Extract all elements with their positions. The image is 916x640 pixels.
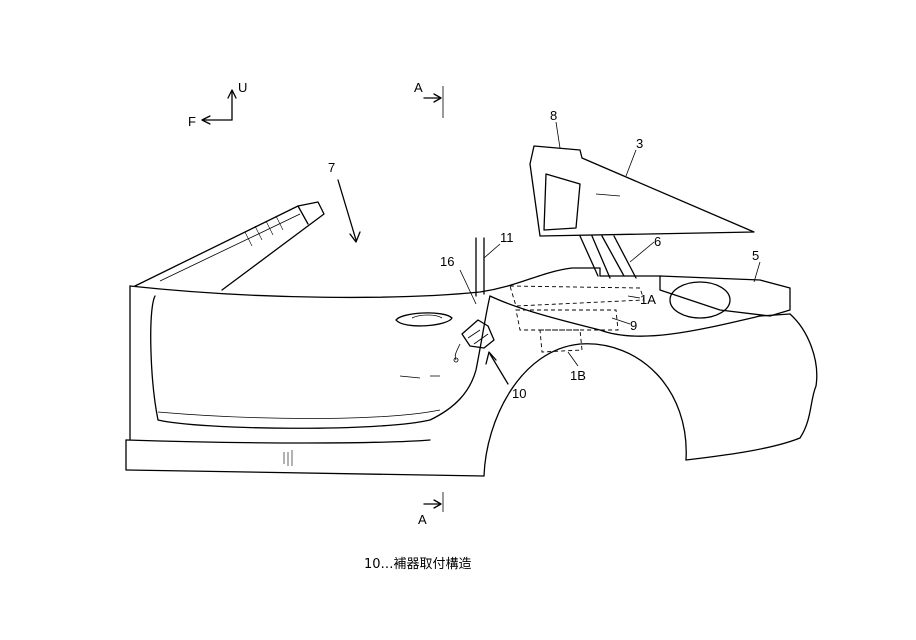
rear-fender (685, 313, 818, 461)
rear-wheel-arch (483, 343, 687, 477)
door-handle (395, 312, 453, 327)
figure-caption: 10…補器取付構造 (364, 557, 472, 572)
callout-3: 3 (636, 136, 643, 151)
roof-stay-rear (601, 235, 637, 279)
callout-16: 16 (440, 254, 454, 269)
callout-9: 9 (630, 318, 637, 333)
callout-5: 5 (752, 248, 759, 263)
side-sill (125, 439, 485, 477)
fuel-lid (669, 281, 731, 319)
callout-1A: 1A (640, 292, 656, 307)
component-11-bar (475, 237, 485, 297)
callout-11: 11 (500, 230, 514, 245)
rear-deck (659, 275, 791, 317)
auxiliary-mount-structure (461, 319, 495, 349)
direction-indicator: U F (188, 80, 247, 129)
callout-6: 6 (654, 234, 661, 249)
door-panel (150, 295, 491, 429)
roof-glass (543, 173, 581, 231)
callout-7: 7 (328, 160, 335, 175)
component-1B-outline (539, 329, 583, 353)
section-label-bottom: A (418, 512, 427, 527)
front-arrowhead-icon (201, 115, 211, 125)
component-9-outline (515, 309, 619, 331)
roof-stay-front (579, 235, 611, 279)
belt-line (129, 267, 661, 299)
callout-1B: 1B (570, 368, 586, 383)
retractable-roof (529, 145, 755, 237)
up-arrowhead-icon (227, 89, 237, 99)
vehicle-body (125, 145, 818, 477)
callout-10: 10 (512, 386, 526, 401)
callout-labels: 8 3 7 11 6 5 16 1A 9 1B 10 (328, 108, 759, 401)
leader-lines (337, 121, 761, 385)
section-label-top: A (414, 80, 423, 95)
callout-8: 8 (550, 108, 557, 123)
component-1A-outline (509, 285, 645, 307)
up-label: U (238, 80, 247, 95)
windshield-frame (134, 201, 325, 291)
front-label: F (188, 114, 196, 129)
section-line-a: A A (414, 80, 444, 527)
